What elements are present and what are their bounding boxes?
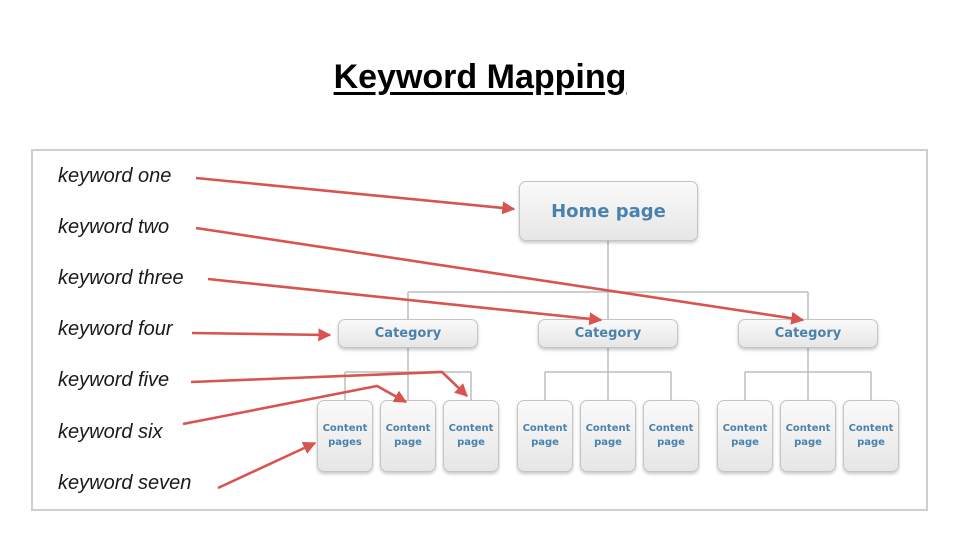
arrow-keyword-six xyxy=(182,384,408,426)
slide-title: Keyword Mapping xyxy=(333,58,627,96)
arrow-keyword-three xyxy=(207,277,603,326)
content-page-node: Content page xyxy=(517,400,573,472)
category-node-1: Category xyxy=(338,319,478,348)
content-page-node: Content page xyxy=(380,400,436,472)
content-page-node: Content pages xyxy=(317,400,373,472)
category-node-2: Category xyxy=(538,319,678,348)
home-page-node: Home page xyxy=(519,181,698,241)
arrow-keyword-one xyxy=(195,176,516,215)
arrow-keyword-seven xyxy=(217,441,317,490)
category-node-3: Category xyxy=(738,319,878,348)
content-page-node: Content page xyxy=(843,400,899,472)
keyword-six: keyword six xyxy=(58,421,163,443)
keyword-two: keyword two xyxy=(58,216,170,238)
keyword-five: keyword five xyxy=(58,369,170,391)
keyword-one: keyword one xyxy=(58,165,172,187)
arrow-keyword-five xyxy=(190,370,468,397)
arrow-keyword-four xyxy=(191,328,332,342)
content-page-node: Content page xyxy=(443,400,499,472)
keyword-three: keyword three xyxy=(58,267,184,289)
arrow-keyword-two xyxy=(195,226,805,325)
content-page-node: Content page xyxy=(580,400,636,472)
content-page-node: Content page xyxy=(780,400,836,472)
content-page-node: Content page xyxy=(717,400,773,472)
keyword-seven: keyword seven xyxy=(58,472,192,494)
content-page-node: Content page xyxy=(643,400,699,472)
keyword-four: keyword four xyxy=(58,318,173,340)
